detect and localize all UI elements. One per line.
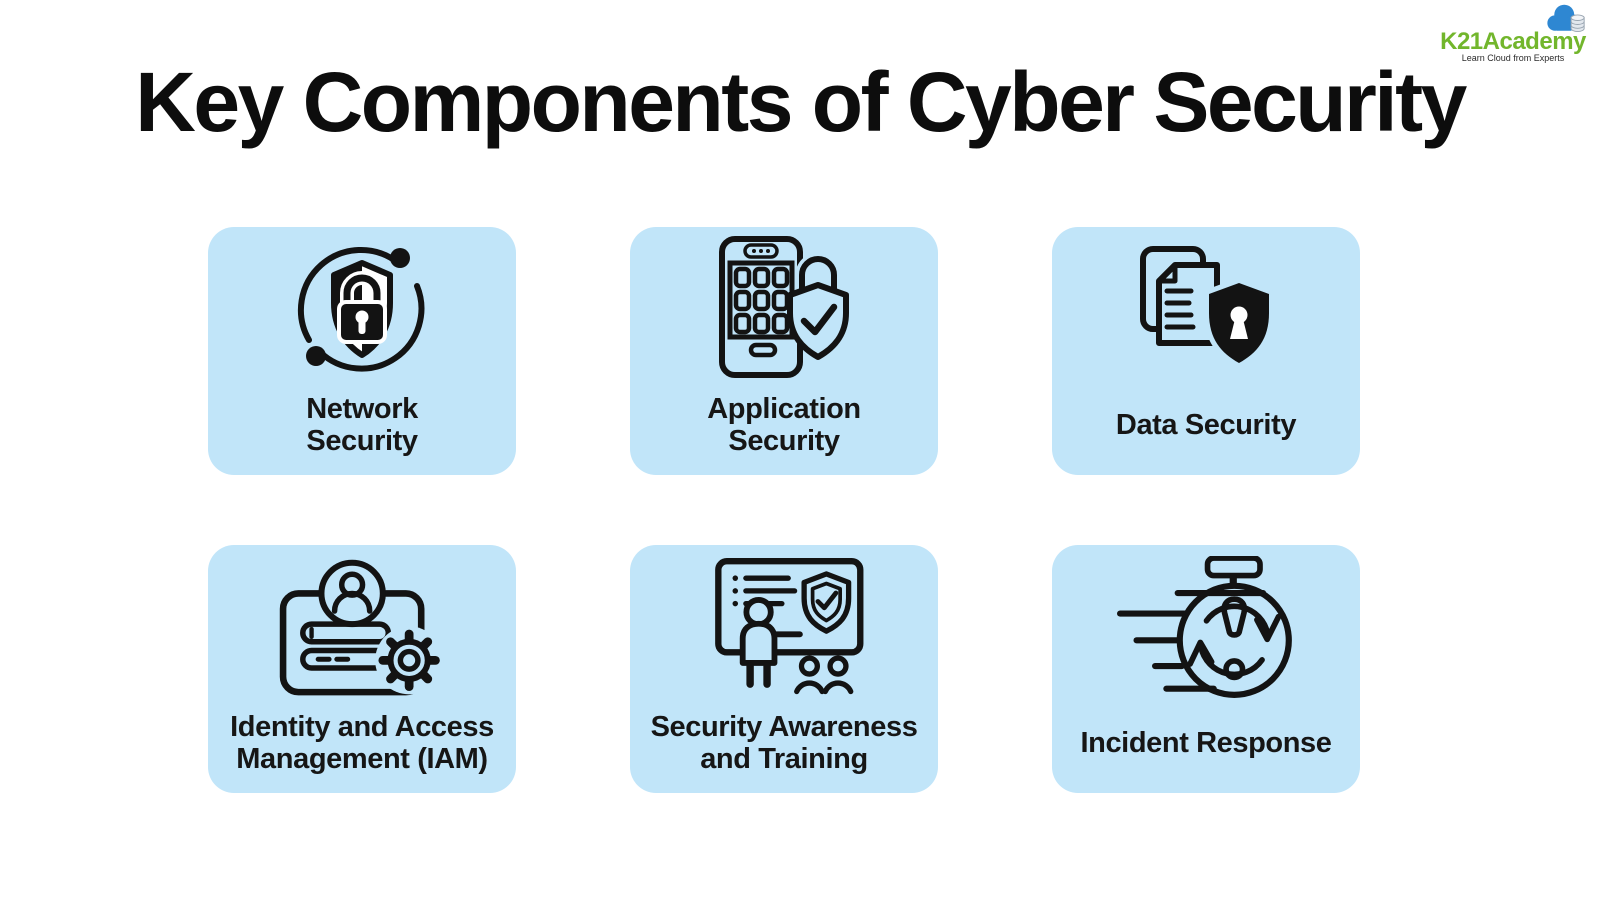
security-awareness-training-icon (715, 557, 864, 694)
card-icon-wrap (1116, 545, 1296, 705)
card-identity-access-management: Identity and Access Management (IAM) (208, 545, 516, 793)
identity-access-management-icon (279, 559, 444, 696)
card-label-line: Security (728, 425, 840, 457)
application-security-icon (719, 236, 849, 378)
card-label: Data Security (1052, 387, 1360, 475)
card-label-line: Data Security (1115, 409, 1297, 441)
card-label-line: Management (IAM) (236, 743, 488, 775)
card-label: Incident Response (1052, 705, 1360, 793)
card-label: Security Awareness and Training (630, 705, 938, 793)
card-label-line: Incident Response (1080, 727, 1332, 759)
brand-name: K21Academy (1440, 28, 1586, 55)
card-application-security: Application Security (630, 227, 938, 475)
card-icon-wrap (274, 545, 450, 705)
card-network-security: Network Security (208, 227, 516, 475)
brand-tagline: Learn Cloud from Experts (1461, 53, 1565, 63)
card-icon-wrap (699, 545, 869, 705)
card-label: Application Security (630, 387, 938, 475)
card-incident-response: Incident Response (1052, 545, 1360, 793)
components-grid: Network Security (208, 227, 1360, 793)
network-security-icon (297, 246, 425, 372)
card-label-line: and Training (700, 743, 868, 775)
cloud-database-icon (1547, 4, 1585, 32)
card-label-line: Network (306, 393, 418, 425)
brand-logo: K21Academy Learn Cloud from Experts (1438, 4, 1588, 66)
card-label-line: Security Awareness (650, 711, 918, 743)
card-icon-wrap (287, 227, 437, 387)
card-icon-wrap (1131, 227, 1281, 387)
data-security-icon (1140, 246, 1274, 368)
card-label: Identity and Access Management (IAM) (208, 705, 516, 793)
incident-response-icon (1117, 556, 1292, 698)
card-label: Network Security (208, 387, 516, 475)
card-security-awareness-training: Security Awareness and Training (630, 545, 938, 793)
card-label-line: Application (707, 393, 861, 425)
page-title: Key Components of Cyber Security (135, 55, 1467, 149)
card-label-line: Security (306, 425, 418, 457)
card-label-line: Identity and Access (230, 711, 494, 743)
card-icon-wrap (714, 227, 854, 387)
card-data-security: Data Security (1052, 227, 1360, 475)
